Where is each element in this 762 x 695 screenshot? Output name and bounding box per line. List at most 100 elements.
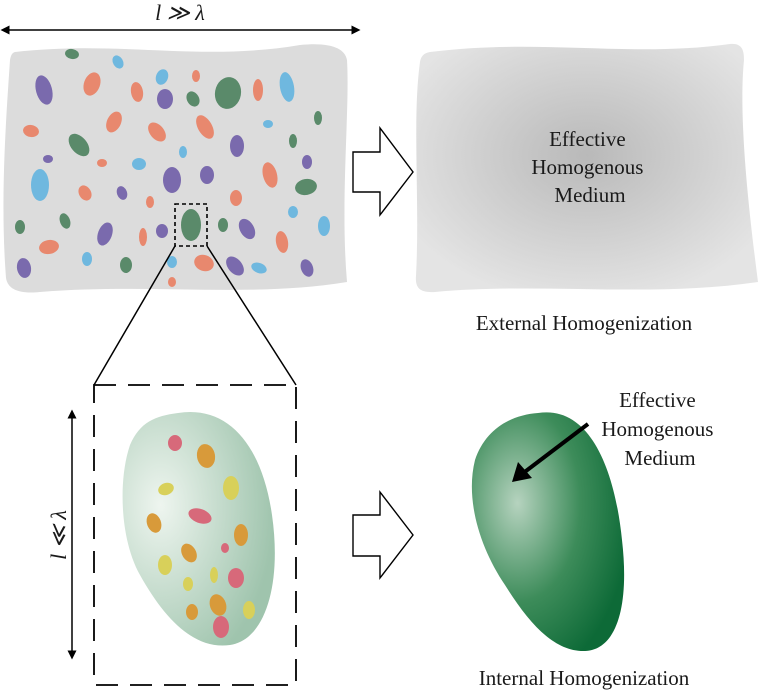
inclusion bbox=[238, 218, 256, 240]
external-medium-shape bbox=[415, 43, 758, 293]
external-effective-medium: Effective Homogenous Medium External Hom… bbox=[415, 43, 758, 335]
inclusion bbox=[262, 162, 278, 188]
sub-inclusion bbox=[188, 508, 212, 524]
heterogeneous-medium bbox=[3, 44, 348, 293]
inclusion bbox=[68, 133, 90, 157]
inclusion bbox=[35, 75, 53, 105]
inclusion bbox=[130, 82, 144, 102]
large-scale-label: l ≫ λ bbox=[155, 0, 205, 25]
inclusion bbox=[97, 222, 113, 246]
sub-inclusion bbox=[210, 567, 218, 583]
external-transform-arrow bbox=[352, 125, 414, 218]
inclusion bbox=[31, 169, 49, 201]
inclusion bbox=[168, 277, 176, 287]
sub-inclusion bbox=[228, 568, 244, 588]
internal-medium-label: Effective Homogenous Medium bbox=[601, 388, 718, 470]
internal-effective-medium: Effective Homogenous Medium Internal Hom… bbox=[471, 388, 718, 690]
pointer-arrow-head bbox=[512, 462, 532, 482]
sub-inclusion bbox=[158, 482, 174, 496]
small-scale-label: l ≪ λ bbox=[46, 510, 71, 560]
inclusion bbox=[295, 178, 317, 196]
zoom-region bbox=[174, 203, 208, 247]
inclusion bbox=[251, 262, 267, 274]
inclusion bbox=[230, 190, 242, 206]
sub-inclusion bbox=[186, 604, 198, 620]
inclusion bbox=[112, 55, 124, 69]
inclusion bbox=[194, 254, 214, 272]
sub-inclusion bbox=[146, 513, 162, 533]
inclusion bbox=[179, 146, 187, 158]
inclusion bbox=[196, 115, 214, 139]
inclusion bbox=[139, 228, 147, 246]
inclusion bbox=[157, 89, 173, 109]
inclusion bbox=[155, 69, 169, 85]
inclusion bbox=[83, 72, 101, 96]
inclusion bbox=[16, 258, 32, 278]
internal-medium-shape bbox=[471, 412, 625, 652]
inclusion bbox=[218, 218, 228, 232]
inclusion bbox=[275, 231, 289, 253]
inclusion bbox=[15, 220, 25, 234]
inclusion bbox=[120, 257, 132, 273]
inclusion bbox=[39, 239, 59, 255]
inclusion bbox=[192, 70, 200, 82]
inclusion bbox=[106, 111, 122, 133]
sub-inclusion bbox=[243, 601, 255, 619]
inclusion bbox=[214, 77, 242, 109]
small-scale-arrow: l ≪ λ bbox=[46, 409, 77, 660]
inclusion bbox=[65, 48, 79, 60]
inclusion bbox=[78, 185, 92, 201]
internal-medium-line-1: Effective bbox=[619, 388, 696, 412]
large-scale-arrow: l ≫ λ bbox=[0, 0, 361, 35]
inclusion bbox=[146, 196, 154, 208]
inclusion bbox=[116, 186, 128, 200]
external-medium-line-2: Homogenous bbox=[531, 155, 643, 179]
inclusion bbox=[263, 120, 273, 128]
inclusion bbox=[181, 209, 201, 241]
inclusion bbox=[200, 166, 214, 184]
sub-inclusion bbox=[196, 444, 216, 468]
internal-caption: Internal Homogenization bbox=[479, 666, 690, 690]
inclusion bbox=[230, 135, 244, 157]
sub-inclusion bbox=[158, 555, 172, 575]
inclusion bbox=[186, 91, 200, 107]
inclusion bbox=[302, 155, 312, 169]
zoomed-inclusion bbox=[93, 384, 297, 686]
inclusion bbox=[148, 122, 166, 142]
sub-inclusion bbox=[213, 616, 229, 638]
zoom-lines bbox=[93, 245, 297, 386]
inclusion bbox=[288, 206, 298, 218]
external-medium-line-3: Medium bbox=[554, 183, 625, 207]
sub-inclusion bbox=[209, 594, 227, 616]
internal-transform-arrow bbox=[352, 489, 414, 581]
sub-inclusion bbox=[183, 577, 193, 591]
inclusion bbox=[318, 216, 330, 236]
external-medium-label: Effective Homogenous Medium bbox=[531, 127, 648, 207]
inclusion bbox=[43, 155, 53, 163]
inclusion bbox=[279, 72, 295, 102]
inclusion bbox=[23, 124, 39, 138]
inclusion bbox=[314, 111, 322, 125]
inclusion bbox=[132, 158, 146, 170]
sub-inclusion bbox=[221, 543, 229, 553]
sub-inclusions bbox=[146, 435, 255, 638]
zoom-frame bbox=[93, 384, 297, 686]
external-medium-line-1: Effective bbox=[549, 127, 626, 151]
inclusion bbox=[253, 79, 263, 101]
inclusion bbox=[82, 252, 92, 266]
inclusion bbox=[97, 159, 107, 167]
sub-inclusion bbox=[223, 476, 239, 500]
sub-inclusion bbox=[168, 435, 182, 451]
inclusion bbox=[156, 224, 168, 238]
inclusion bbox=[226, 256, 244, 276]
sub-inclusion bbox=[181, 543, 197, 563]
inclusion bbox=[289, 134, 297, 148]
sub-inclusion bbox=[234, 524, 248, 546]
inclusion bbox=[300, 259, 314, 277]
internal-medium-line-3: Medium bbox=[624, 446, 695, 470]
inclusions bbox=[15, 48, 330, 287]
internal-medium-line-2: Homogenous bbox=[601, 417, 713, 441]
external-caption: External Homogenization bbox=[476, 311, 693, 335]
